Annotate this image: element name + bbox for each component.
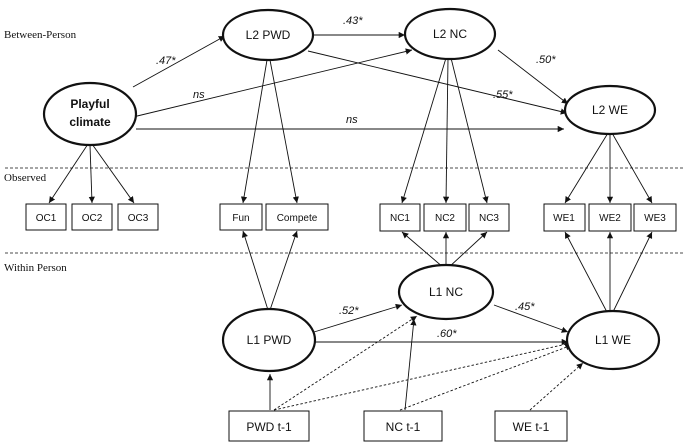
loading-l2we-we1 <box>564 132 609 204</box>
indicator-we3: WE3 <box>633 203 677 232</box>
latent-l2-we: L2 WE <box>563 84 657 136</box>
loading-l1we-we3 <box>611 231 653 315</box>
latent-label-l1-we: L1 WE <box>595 333 631 347</box>
lagged-nc-t1: NC t-1 <box>363 410 443 442</box>
loading-l1pwd-fun <box>241 230 269 311</box>
loading-l2we-we3 <box>611 132 653 204</box>
indicator-we2: WE2 <box>588 203 632 232</box>
indicator-label-oc1: OC1 <box>36 213 57 224</box>
path-l1-pwd-to-l1-nc <box>313 303 403 333</box>
indicator-label-nc3: NC3 <box>479 213 499 224</box>
latent-l1-nc: L1 NC <box>397 263 495 321</box>
indicator-nc1: NC1 <box>379 203 421 232</box>
latent-label-l1-pwd: L1 PWD <box>247 333 292 347</box>
path-pwd-t1-to-l1-nc <box>273 315 418 411</box>
latent-label-l2-we: L2 WE <box>592 103 628 117</box>
indicator-oc3: OC3 <box>117 203 159 231</box>
coef-pc-l2pwd: .47* <box>156 55 176 67</box>
indicator-fun: Fun <box>219 203 263 231</box>
path-playful-climate-to-l2-nc <box>132 48 413 118</box>
coef-l1pwd-l1we: .60* <box>437 328 457 340</box>
path-l1-nc-to-l1-we <box>493 304 569 333</box>
indicator-label-oc2: OC2 <box>82 213 103 224</box>
loading-l2pwd-compete <box>269 59 299 204</box>
path-nc-t1-to-l1-we <box>399 344 573 411</box>
latent-label-climate: climate <box>69 115 111 129</box>
lagged-label-nc-t1: NC t-1 <box>386 420 421 434</box>
latent-label-playful: Playful <box>70 97 109 111</box>
loading-pc-oc1 <box>48 143 89 204</box>
loading-pc-oc3 <box>91 143 135 204</box>
latent-l1-pwd: L1 PWD <box>221 307 317 373</box>
latent-l1-we: L1 WE <box>565 309 661 371</box>
latent-label-l2-pwd: L2 PWD <box>246 28 291 42</box>
latent-playful-climate: Playful climate <box>42 81 138 147</box>
indicator-nc3: NC3 <box>468 203 510 232</box>
loading-l1nc-nc3 <box>447 231 488 269</box>
indicator-label-we2: WE2 <box>599 213 621 224</box>
path-we-t1-to-l1-we <box>529 362 584 411</box>
coef-l2pwd-l2nc: .43* <box>343 15 363 27</box>
latent-l2-pwd: L2 PWD <box>221 8 315 62</box>
loading-l2nc-nc3 <box>450 57 489 204</box>
section-label-observed: Observed <box>4 172 47 184</box>
path-l2-nc-to-l2-we <box>497 49 569 105</box>
indicator-label-compete: Compete <box>277 213 318 224</box>
latent-l2-nc: L2 NC <box>403 7 497 61</box>
indicator-we1: WE1 <box>543 203 586 232</box>
coef-l1pwd-l1nc: .52* <box>339 305 359 317</box>
lagged-label-pwd-t1: PWD t-1 <box>246 420 292 434</box>
indicator-compete: Compete <box>265 203 329 231</box>
coef-pc-l2we: ns <box>346 114 358 126</box>
indicator-label-nc1: NC1 <box>390 213 410 224</box>
coef-l2nc-l2we: .50* <box>536 54 556 66</box>
lagged-pwd-t1: PWD t-1 <box>228 410 310 442</box>
indicator-label-oc3: OC3 <box>128 213 149 224</box>
path-nc-t1-to-l1-nc <box>404 318 417 411</box>
indicator-oc2: OC2 <box>71 203 113 231</box>
section-label-within-person: Within Person <box>4 262 67 274</box>
latent-label-l1-nc: L1 NC <box>429 285 463 299</box>
coef-l1nc-l1we: .45* <box>515 301 535 313</box>
loading-l2nc-nc1 <box>400 57 447 204</box>
path-pwd-t1-to-l1-we <box>273 341 572 411</box>
loading-l1nc-nc1 <box>401 231 445 269</box>
path-l2-pwd-to-l2-we <box>307 50 568 115</box>
indicator-label-nc2: NC2 <box>435 213 455 224</box>
loading-l2pwd-fun <box>240 59 268 204</box>
path-playful-climate-to-l2-pwd <box>132 35 226 88</box>
loading-l1we-we1 <box>564 231 609 315</box>
coef-l2pwd-l2we: .55* <box>493 89 513 101</box>
lagged-label-we-t1: WE t-1 <box>513 420 550 434</box>
indicator-oc1: OC1 <box>25 203 67 231</box>
loading-pc-oc2 <box>88 144 95 204</box>
loading-l1pwd-compete <box>269 230 298 311</box>
indicator-label-fun: Fun <box>232 213 249 224</box>
coef-pc-l2nc: ns <box>193 89 205 101</box>
loading-l2nc-nc2 <box>442 58 450 204</box>
latent-label-l2-nc: L2 NC <box>433 27 467 41</box>
indicator-label-we1: WE1 <box>553 213 575 224</box>
indicator-nc2: NC2 <box>423 203 467 232</box>
lagged-we-t1: WE t-1 <box>494 410 568 442</box>
indicator-label-we3: WE3 <box>644 213 666 224</box>
section-label-between-person: Between-Person <box>4 29 77 41</box>
